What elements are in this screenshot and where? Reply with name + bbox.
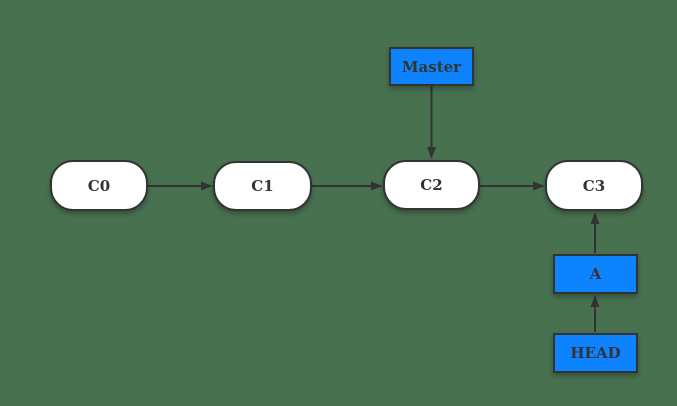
commit-node-c0: C0 xyxy=(50,160,148,211)
arrow-master-c2 xyxy=(427,86,436,159)
ref-node-head: HEAD xyxy=(553,333,638,373)
arrow-head-a xyxy=(590,295,600,332)
arrow-a-c3 xyxy=(590,212,600,253)
ref-node-master: Master xyxy=(389,47,474,86)
commit-node-c1: C1 xyxy=(213,161,312,211)
commit-node-c2: C2 xyxy=(383,160,480,210)
arrow-c2-c3 xyxy=(480,181,545,191)
commit-node-c3: C3 xyxy=(545,160,643,211)
arrow-c1-c2 xyxy=(312,181,383,191)
ref-node-a: A xyxy=(553,254,638,294)
arrow-c0-c1 xyxy=(148,181,213,191)
